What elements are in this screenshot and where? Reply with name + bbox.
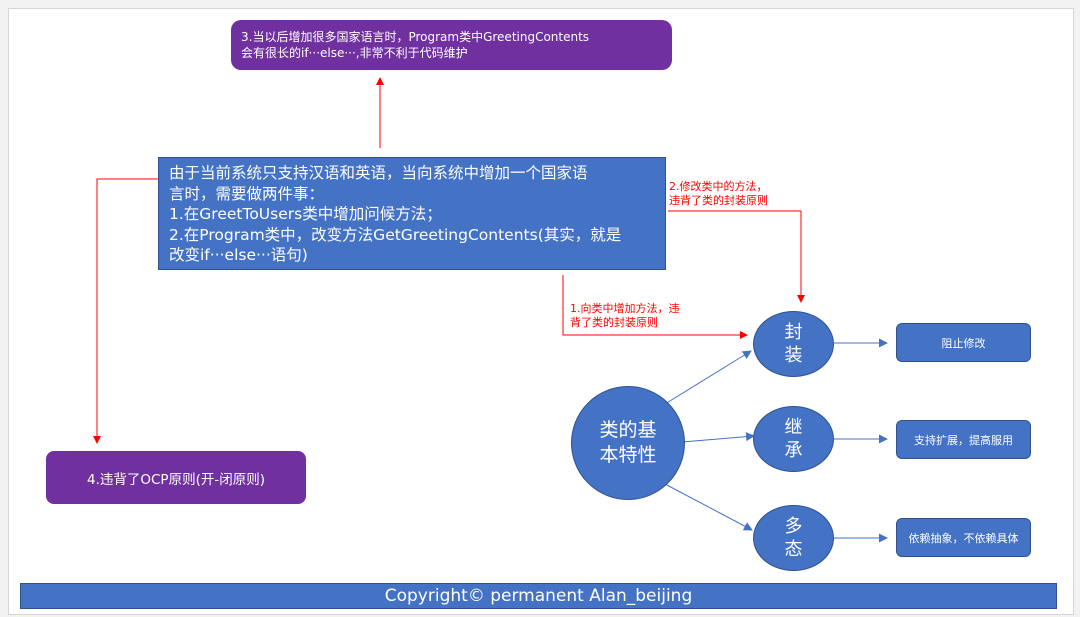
inheritance-line-2: 承 — [784, 440, 803, 461]
copyright-text: Copyright© permanent Alan_beijing — [384, 586, 693, 606]
inheritance-result-label: 支持扩展，提高服用 — [914, 433, 1013, 447]
ocp-violation-box: 4.违背了OCP原则(开-闭原则) — [46, 451, 306, 504]
inheritance-result-box: 支持扩展，提高服用 — [896, 420, 1031, 459]
main-line-3: 1.在GreetToUsers类中增加问候方法； — [169, 205, 442, 224]
line-center-to-encapsulation — [664, 350, 752, 405]
encapsulation-line-2: 装 — [784, 345, 803, 366]
inheritance-circle: 继 承 — [753, 406, 834, 472]
polymorphism-line-1: 多 — [784, 515, 803, 537]
annotation-modify-line-1: 2.修改类中的方法， — [669, 180, 768, 193]
encapsulation-result-label: 阻止修改 — [941, 336, 986, 350]
polymorphism-result-label: 依赖抽象，不依赖具体 — [908, 531, 1019, 545]
class-basic-features-circle: 类的基 本特性 — [571, 386, 685, 500]
polymorphism-circle: 多 态 — [753, 505, 834, 571]
annotation-add-line-1: 1.向类中增加方法，违 — [570, 302, 680, 315]
ocp-violation-label: 4.违背了OCP原则(开-闭原则) — [87, 471, 265, 488]
annotation-modify-line-2: 违背了类的封装原则 — [669, 194, 768, 208]
line-center-to-inheritance — [681, 432, 755, 443]
encapsulation-result-box: 阻止修改 — [896, 323, 1031, 362]
arrow-modify-to-encapsulation — [668, 210, 805, 303]
line-center-to-polymorphism — [664, 483, 753, 531]
polymorphism-result-box: 依赖抽象，不依赖具体 — [896, 518, 1031, 557]
center-circle-line-1: 类的基 — [599, 419, 657, 442]
arrow-add-to-encapsulation — [562, 275, 748, 339]
annotation-add-method: 1.向类中增加方法，违 背了类的封装原则 — [570, 302, 680, 331]
encapsulation-circle: 封 装 — [753, 311, 834, 377]
center-circle-line-2: 本特性 — [599, 444, 657, 466]
slide-canvas — [8, 8, 1074, 615]
top-note-box: 3.当以后增加很多国家语言时，Program类中GreetingContents… — [231, 20, 672, 70]
main-line-5: 改变if···else···语句) — [169, 246, 308, 265]
polymorphism-line-2: 态 — [784, 539, 803, 560]
annotation-add-line-2: 背了类的封装原则 — [570, 316, 658, 330]
copyright-footer: Copyright© permanent Alan_beijing — [20, 583, 1057, 609]
inheritance-line-1: 继 — [784, 416, 803, 438]
encapsulation-line-1: 封 — [784, 321, 803, 343]
top-note-line-1: 3.当以后增加很多国家语言时，Program类中GreetingContents — [241, 30, 590, 44]
main-line-4: 2.在Program类中，改变方法GetGreetingContents(其实，… — [169, 225, 622, 244]
top-note-line-2: 会有很长的if···else···,非常不利于代码维护 — [241, 46, 468, 61]
main-description-box: 由于当前系统只支持汉语和英语，当向系统中增加一个国家语 言时，需要做两件事： 1… — [158, 157, 666, 270]
arrow-to-ocp-box — [93, 178, 158, 444]
main-line-2: 言时，需要做两件事： — [169, 184, 325, 203]
main-line-1: 由于当前系统只支持汉语和英语，当向系统中增加一个国家语 — [169, 164, 588, 182]
annotation-modify-method: 2.修改类中的方法， 违背了类的封装原则 — [669, 180, 768, 209]
